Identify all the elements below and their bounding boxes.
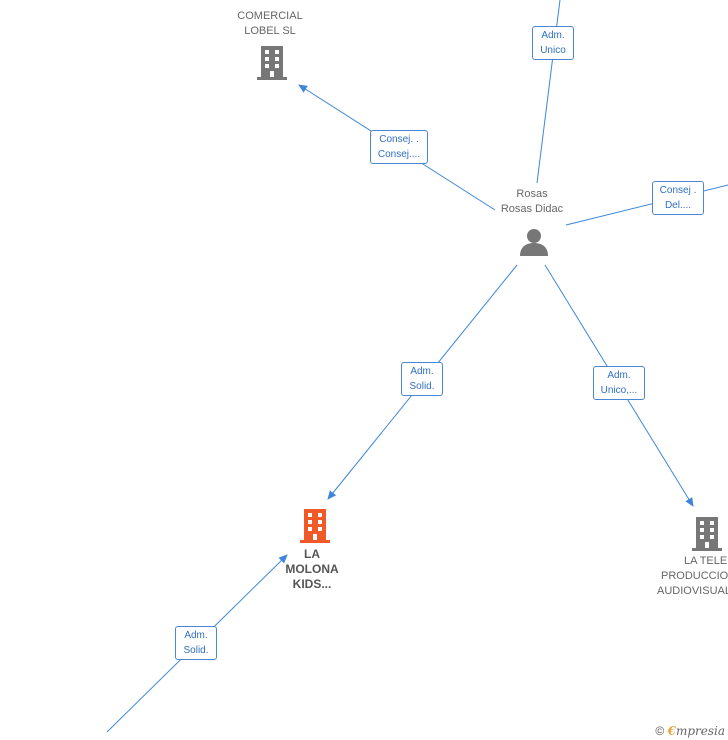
edge-label-line: Consej . (659, 185, 697, 196)
node-label-line: LA (304, 547, 320, 561)
edge-label-line: Consej.... (377, 149, 421, 160)
edge-label-line: Solid. (183, 645, 209, 656)
edge-label-comercial[interactable]: Consej. . Consej.... (370, 130, 428, 164)
building-icon[interactable] (256, 45, 288, 80)
node-label-line: Rosas (516, 188, 548, 200)
node-label-person[interactable]: Rosas Rosas Didac (482, 187, 582, 217)
node-label-line: AUDIOVISUAL (657, 585, 728, 597)
edge-label-line: Consej. . (379, 134, 419, 145)
copyright-icon: © (655, 724, 665, 738)
brand-logo: €mpresia (667, 724, 725, 738)
edge-label-line: Adm. (607, 370, 631, 381)
node-label-line: COMERCIAL (237, 10, 303, 22)
building-icon[interactable] (299, 508, 331, 543)
edge-label-line: Adm. (184, 630, 208, 641)
node-label-molona[interactable]: LA MOLONA KIDS... (262, 547, 362, 592)
edge-label-line: Unico (540, 45, 566, 56)
edge-label-line: Adm. (410, 366, 434, 377)
building-icon[interactable] (691, 516, 723, 551)
edge-label-line: Adm. (541, 30, 565, 41)
edge-label-latele[interactable]: Adm. Unico,... (593, 366, 645, 400)
edge-label-bottom[interactable]: Adm. Solid. (175, 626, 217, 660)
edge-label-molona[interactable]: Adm. Solid. (401, 362, 443, 396)
node-label-line: MOLONA (285, 562, 339, 576)
brand-watermark: © €mpresia (655, 724, 725, 738)
edge-label-top[interactable]: Adm. Unico (532, 26, 574, 60)
node-label-line: Rosas Didac (500, 203, 564, 215)
edge-label-line: Del.... (664, 200, 692, 211)
node-label-line: LA TELE (684, 555, 728, 567)
edge-label-line: Unico,... (600, 385, 638, 396)
node-label-line: LOBEL SL (244, 25, 296, 37)
node-label-line: PRODUCCIO (661, 570, 728, 582)
node-label-line: KIDS... (292, 577, 332, 591)
node-label-comercial[interactable]: COMERCIAL LOBEL SL (220, 9, 320, 39)
edge-label-right[interactable]: Consej . Del.... (652, 181, 704, 215)
node-label-latele[interactable]: LA TELE PRODUCCIO AUDIOVISUAL (656, 554, 728, 599)
person-icon[interactable] (519, 227, 549, 257)
edge-label-line: Solid. (409, 381, 435, 392)
